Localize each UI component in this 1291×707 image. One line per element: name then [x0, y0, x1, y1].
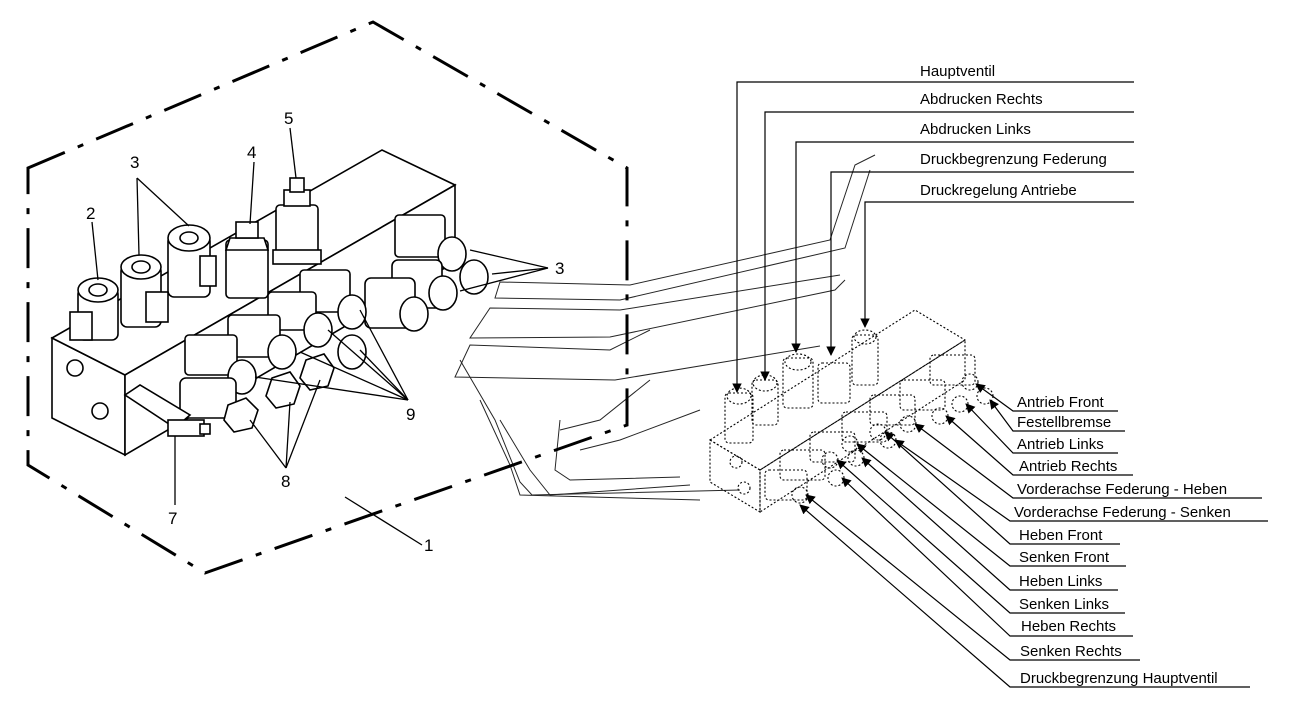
label-heben-links: Heben Links [1019, 573, 1102, 590]
sensor-5 [272, 177, 322, 265]
part-number-7: 7 [168, 509, 177, 528]
detail-view [26, 20, 629, 575]
label-abdrucken-rechts: Abdrucken Rechts [920, 91, 1043, 108]
label-vorderachse-senken: Vorderachse Federung - Senken [1014, 504, 1231, 521]
labeled-view [708, 309, 994, 514]
part-numbers: 2 3 4 5 3 9 8 7 1 [86, 109, 564, 555]
label-druckbegrenzung-federung: Druckbegrenzung Federung [920, 151, 1107, 168]
label-heben-front: Heben Front [1019, 527, 1103, 544]
part-number-1: 1 [424, 536, 433, 555]
solenoid-2 [69, 277, 119, 341]
label-druckbegrenzung-hauptventil: Druckbegrenzung Hauptventil [1020, 670, 1218, 687]
pressure-valve-4 [224, 221, 270, 299]
label-heben-rechts: Heben Rechts [1021, 618, 1116, 635]
part-number-4: 4 [247, 143, 256, 162]
label-antrieb-front: Antrieb Front [1017, 394, 1105, 411]
part-number-8: 8 [281, 472, 290, 491]
fitting-7 [123, 384, 211, 437]
part-number-5: 5 [284, 109, 293, 128]
label-antrieb-links: Antrieb Links [1017, 436, 1104, 453]
part-number-2: 2 [86, 204, 95, 223]
label-senken-rechts: Senken Rechts [1020, 643, 1122, 660]
side-labels: Antrieb Front Festellbremse Antrieb Link… [1014, 394, 1231, 687]
label-druckregelung-antriebe: Druckregelung Antriebe [920, 182, 1077, 199]
label-vorderachse-heben: Vorderachse Federung - Heben [1017, 481, 1227, 498]
part-number-3-right: 3 [555, 259, 564, 278]
label-senken-links: Senken Links [1019, 596, 1109, 613]
part-number-3: 3 [130, 153, 139, 172]
label-antrieb-rechts: Antrieb Rechts [1019, 458, 1117, 475]
detail-leaders [91, 127, 549, 546]
label-hauptventil: Hauptventil [920, 63, 995, 80]
top-labels: Hauptventil Abdrucken Rechts Abdrucken L… [920, 63, 1107, 199]
solenoid-bank [179, 214, 489, 433]
solenoid-3a [120, 254, 169, 328]
part-number-9: 9 [406, 405, 415, 424]
label-senken-front: Senken Front [1019, 549, 1110, 566]
projection-outline [454, 154, 876, 501]
solenoid-3b [167, 224, 217, 298]
side-leaders [799, 383, 1268, 688]
top-leaders [732, 81, 1134, 393]
label-abdrucken-links: Abdrucken Links [920, 121, 1031, 138]
label-festellbremse: Festellbremse [1017, 414, 1111, 431]
detail-boundary [26, 20, 629, 575]
